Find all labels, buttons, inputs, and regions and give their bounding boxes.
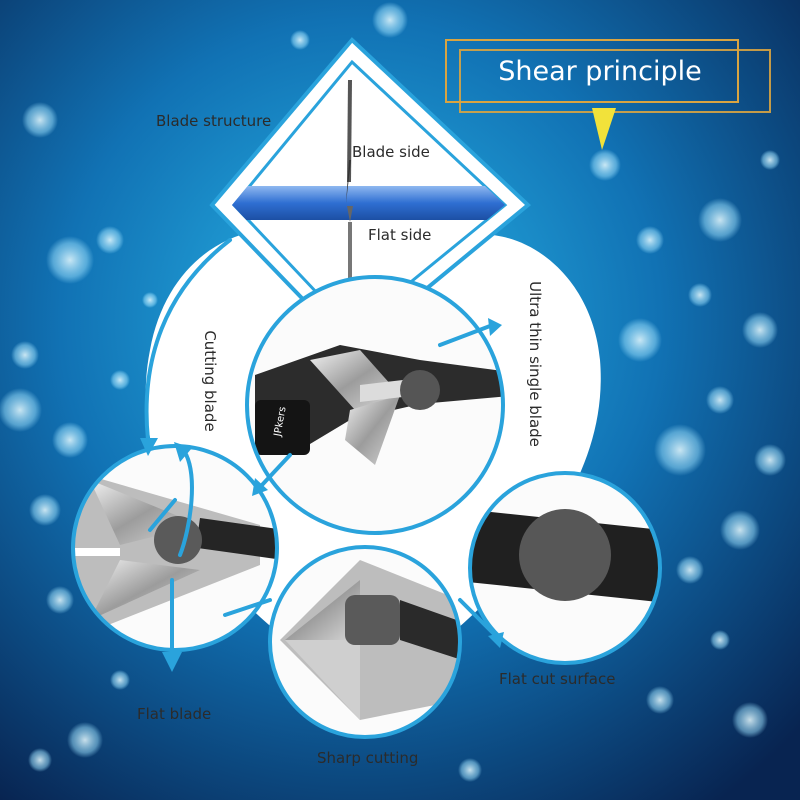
flat-cut-surface-circle bbox=[468, 471, 662, 665]
label-sharp-cutting: Sharp cutting bbox=[317, 749, 419, 767]
label-cutting-blade: Cutting blade bbox=[201, 330, 219, 432]
label-flat-side: Flat side bbox=[368, 226, 432, 244]
pliers-head-circle: JPkers bbox=[245, 275, 505, 535]
bokeh-decoration bbox=[0, 2, 786, 782]
label-ultra-thin-single-blade: Ultra thin single blade bbox=[526, 281, 544, 447]
blade-structure-diamond bbox=[209, 37, 532, 353]
title-pointer-icon bbox=[592, 108, 616, 150]
label-flat-blade: Flat blade bbox=[137, 705, 212, 723]
page-title: Shear principle bbox=[498, 56, 702, 87]
label-flat-cut-surface: Flat cut surface bbox=[499, 670, 616, 688]
flat-blade-circle bbox=[71, 444, 279, 652]
label-blade-structure: Blade structure bbox=[156, 112, 272, 130]
arrows bbox=[144, 238, 497, 657]
title-box bbox=[445, 39, 771, 150]
brand-logo-text: JPkers bbox=[272, 406, 288, 438]
label-blade-side: Blade side bbox=[352, 143, 430, 161]
sharp-cutting-circle bbox=[268, 545, 462, 739]
arrowheads bbox=[140, 318, 504, 672]
